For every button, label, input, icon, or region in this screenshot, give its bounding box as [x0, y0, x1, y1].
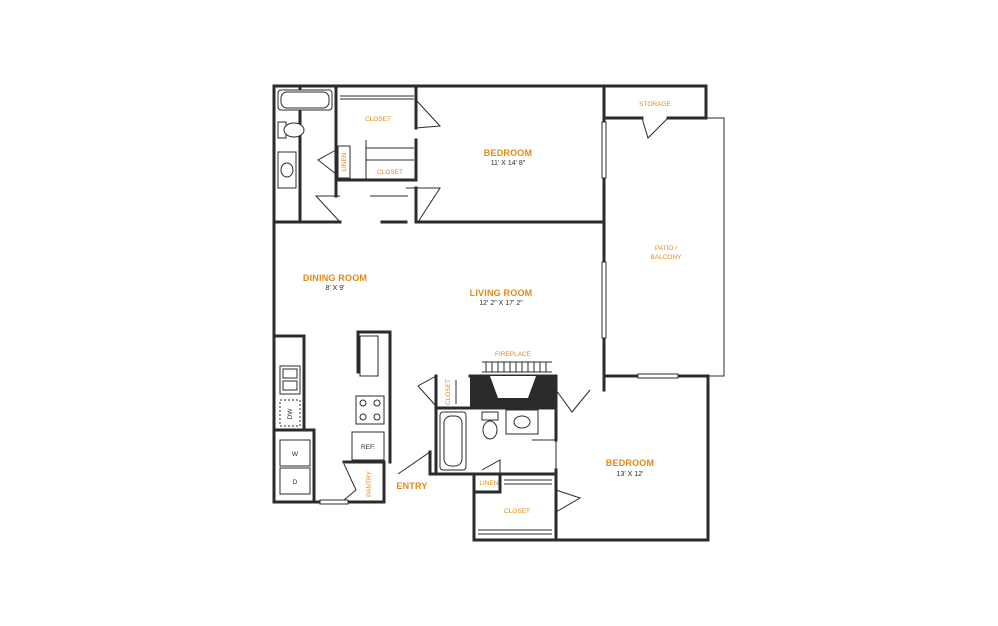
room-labels: BEDROOM 11' X 14' 8" BEDROOM 13' X 12' L…: [287, 101, 682, 515]
linen-bottom-label: LINEN: [479, 480, 498, 487]
closet-mid-label: CLOSET: [377, 169, 403, 176]
storage-label: STORAGE: [639, 101, 671, 108]
bedroom2-label: BEDROOM: [606, 458, 654, 468]
fireplace-hearth: [482, 361, 552, 373]
bedroom1-label: BEDROOM: [484, 148, 532, 158]
dishwasher-label: DW: [287, 408, 294, 420]
entry-label: ENTRY: [396, 481, 427, 491]
dryer-label: D: [293, 479, 298, 486]
dining-room-label: DINING ROOM: [303, 273, 367, 283]
closet-bath-label: CLOSET: [445, 379, 452, 405]
closet-top-label: CLOSET: [365, 116, 391, 123]
linen-top-label: LINEN: [341, 152, 348, 171]
patio-label-line2: BALCONY: [650, 254, 682, 261]
living-room-label: LIVING ROOM: [470, 288, 533, 298]
washer-label: W: [292, 451, 299, 458]
dining-room-dims: 8' X 9': [325, 285, 344, 292]
closet-bottom-label: CLOSET: [504, 508, 530, 515]
bedroom1-dims: 11' X 14' 8": [491, 160, 526, 167]
refrigerator-label: REF.: [361, 444, 375, 451]
bedroom2-dims: 13' X 12': [617, 471, 644, 478]
fixtures: [277, 89, 679, 535]
fireplace-label: FIREPLACE: [495, 351, 532, 358]
patio-label-line1: PATIO /: [655, 245, 677, 252]
pantry-label: PANTRY: [366, 470, 373, 496]
doors: [314, 99, 669, 513]
living-room-dims: 12' 2" X 17' 2": [479, 300, 523, 307]
walls: [272, 84, 725, 542]
